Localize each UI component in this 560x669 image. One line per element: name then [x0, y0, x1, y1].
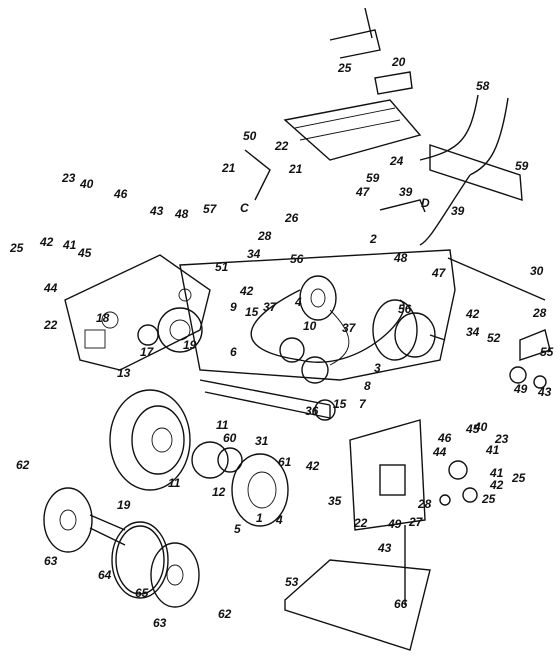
part-number-label: 22	[353, 516, 368, 530]
part-number-label: 49	[387, 517, 402, 531]
part-number-label: 66	[394, 597, 408, 611]
part-number-label: 27	[408, 515, 424, 529]
part-number-label: 63	[153, 616, 167, 630]
part-number-label: 18	[96, 311, 110, 325]
part-number-label: 59	[366, 171, 380, 185]
part-number-label: 44	[43, 281, 58, 295]
part-number-label: 43	[377, 541, 392, 555]
part-number-label: 48	[393, 251, 408, 265]
part-number-label: 60	[223, 431, 237, 445]
part-number-label: 10	[303, 319, 317, 333]
part-number-label: 21	[221, 161, 236, 175]
part-number-label: 58	[476, 79, 490, 93]
part-number-label: 25	[511, 471, 526, 485]
part-number-label: 44	[432, 445, 447, 459]
part-number-label: 12	[212, 485, 226, 499]
part-number-label: 30	[530, 264, 544, 278]
part-number-label: 48	[174, 207, 189, 221]
part-number-label: 64	[98, 568, 112, 582]
part-number-label: 11	[168, 476, 181, 490]
part-number-label: 28	[257, 229, 272, 243]
part-number-label: 49	[513, 382, 528, 396]
part-number-label: 37	[342, 321, 357, 335]
part-number-label: 65	[135, 586, 149, 600]
part-number-label: 28	[532, 306, 547, 320]
part-number-label: 4	[275, 513, 283, 527]
part-number-label: 41	[489, 466, 504, 480]
part-number-label: 43	[537, 385, 552, 399]
part-number-label: 57	[203, 202, 218, 216]
part-number-label: 42	[39, 235, 54, 249]
part-number-label: 34	[466, 325, 480, 339]
part-number-label: 37	[263, 300, 278, 314]
part-number-label: D	[421, 196, 430, 210]
part-number-label: 39	[399, 185, 413, 199]
part-number-label: 47	[355, 185, 371, 199]
part-number-label: 17	[140, 345, 155, 359]
part-number-label: 45	[465, 422, 480, 436]
part-number-label: 13	[117, 366, 131, 380]
part-number-label: 62	[218, 607, 232, 621]
part-number-label: 11	[216, 418, 229, 432]
part-number-label: 63	[44, 554, 58, 568]
part-number-label: 46	[437, 431, 452, 445]
part-number-label: 31	[255, 434, 269, 448]
part-number-label: 28	[417, 497, 432, 511]
part-number-label: 19	[183, 338, 197, 352]
part-number-label: 23	[494, 432, 509, 446]
part-number-label: 41	[62, 238, 77, 252]
part-number-label: 56	[398, 302, 412, 316]
part-number-label: 36	[305, 404, 319, 418]
part-number-label: 6	[230, 345, 237, 359]
part-number-label: 25	[9, 241, 24, 255]
part-number-label: 8	[364, 379, 371, 393]
part-number-label: 35	[328, 494, 342, 508]
part-number-label: 3	[374, 361, 381, 375]
part-number-label: 2	[369, 232, 377, 246]
part-number-label: 59	[515, 159, 529, 173]
part-number-label: 15	[333, 397, 347, 411]
part-number-label: 15	[245, 305, 259, 319]
part-number-label: 46	[113, 187, 128, 201]
part-number-label: 7	[359, 397, 367, 411]
part-number-label: 42	[305, 459, 320, 473]
part-number-label: 5	[234, 522, 241, 536]
part-number-label: 45	[77, 246, 92, 260]
part-number-label: 40	[473, 420, 488, 434]
part-number-label: C	[240, 201, 249, 215]
part-number-label: 47	[431, 266, 447, 280]
part-number-label: 24	[389, 154, 404, 168]
part-number-label: 25	[481, 492, 496, 506]
part-number-label: 26	[284, 211, 299, 225]
part-number-label: 1	[256, 511, 263, 525]
part-number-label: 42	[239, 284, 254, 298]
part-number-label: 22	[43, 318, 58, 332]
part-number-label: 55	[540, 345, 554, 359]
part-number-label: 51	[215, 260, 229, 274]
part-number-label: 56	[290, 252, 304, 266]
part-number-label: 4	[294, 295, 302, 309]
part-number-label: 9	[230, 300, 237, 314]
part-number-label: 21	[288, 162, 303, 176]
part-number-label: 61	[278, 455, 292, 469]
part-number-label: 42	[489, 478, 504, 492]
part-number-label: 22	[274, 139, 289, 153]
part-number-label: 20	[391, 55, 406, 69]
part-number-label: 43	[149, 204, 164, 218]
part-number-label: 53	[285, 575, 299, 589]
part-number-label: 19	[117, 498, 131, 512]
part-number-label: 41	[485, 443, 500, 457]
part-number-label: 25	[337, 61, 352, 75]
part-number-label: 34	[247, 247, 261, 261]
part-number-label: 39	[451, 204, 465, 218]
part-number-label: 42	[465, 307, 480, 321]
part-number-label: 40	[79, 177, 94, 191]
part-number-label: 52	[487, 331, 501, 345]
part-number-label: 50	[243, 129, 257, 143]
part-number-label: 23	[61, 171, 76, 185]
part-number-label: 62	[16, 458, 30, 472]
diagram-linework	[43, 7, 551, 651]
